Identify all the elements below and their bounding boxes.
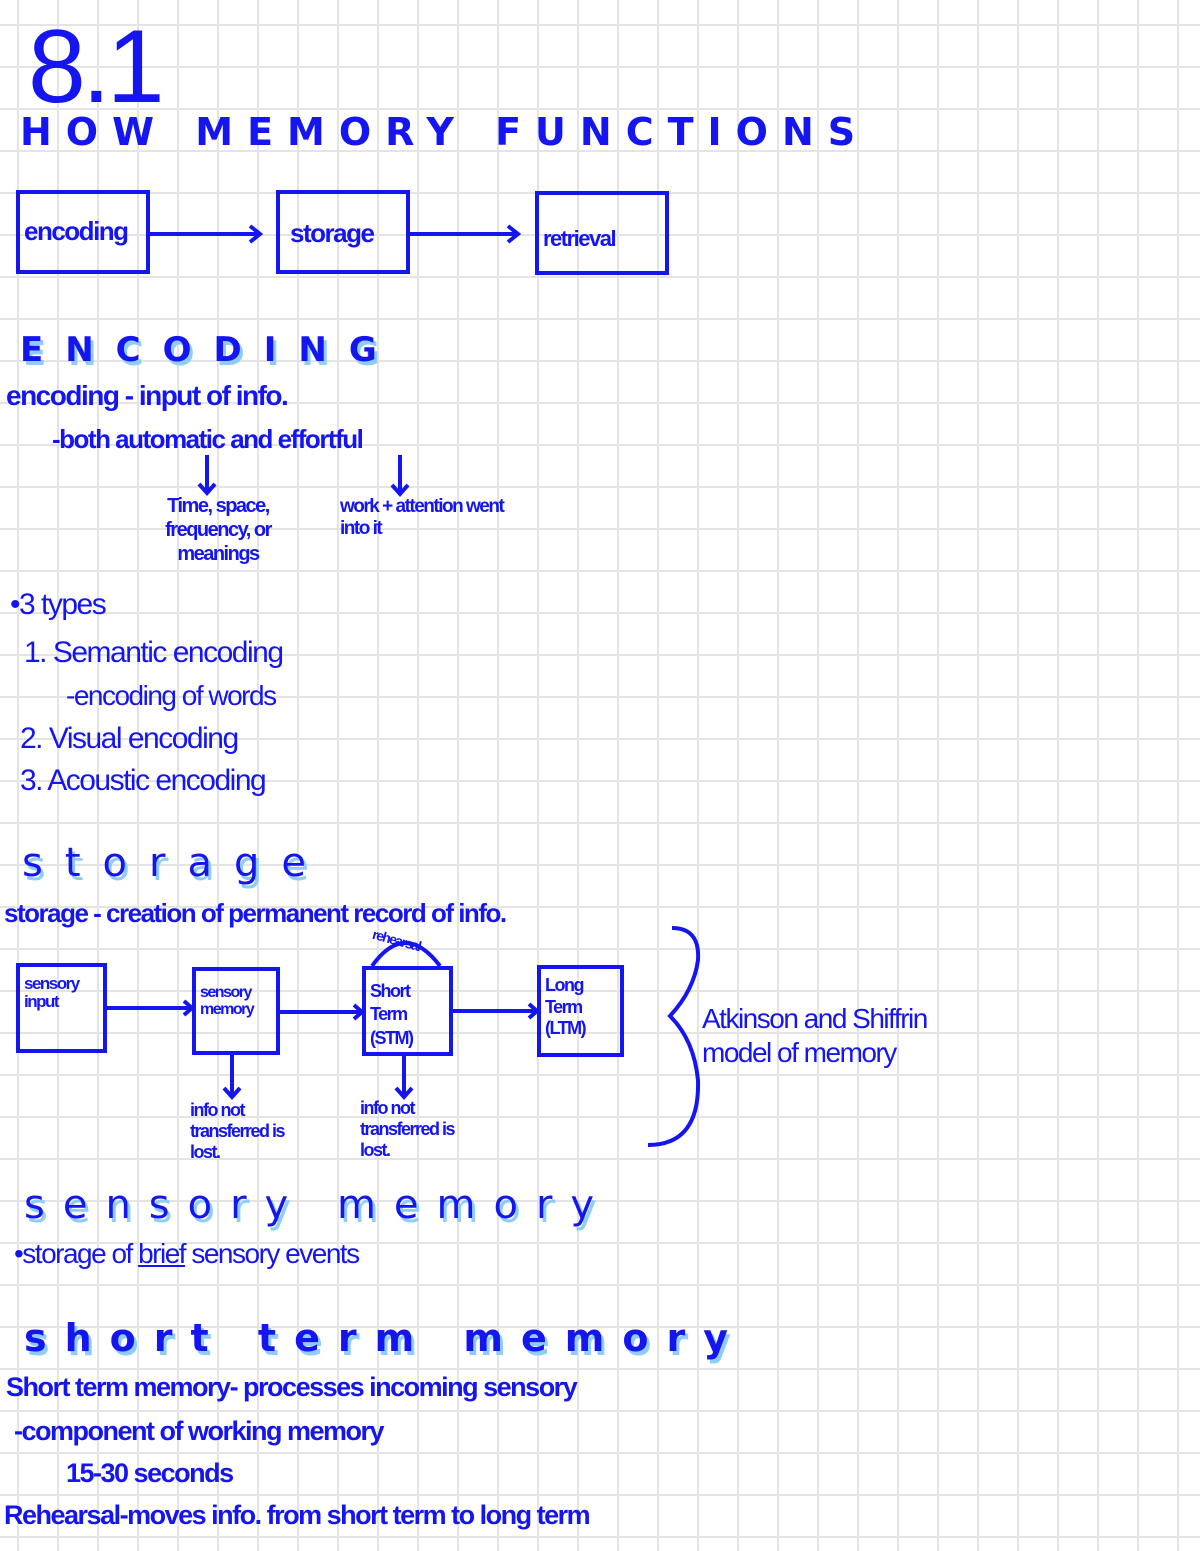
page-number: 8.1 — [28, 9, 165, 125]
stm-line: Rehearsal-moves info. from short term to… — [4, 1500, 591, 1530]
box-label: Long Term (LTM) — [545, 975, 587, 1039]
arrow-icon — [150, 224, 264, 244]
effortful-note: work + attention went into it — [340, 496, 505, 539]
brace-icon — [647, 926, 701, 1147]
box-label: sensory input — [24, 974, 80, 1011]
type-subitem: -encoding of words — [66, 680, 277, 711]
box-sensory-input: sensory input — [16, 963, 107, 1053]
arrow-icon — [452, 1002, 541, 1020]
box-label: sensory memory — [200, 984, 255, 1018]
flow-label: storage — [290, 218, 375, 248]
types-label: •3 types — [10, 588, 107, 621]
line-prefix: •storage of — [14, 1238, 139, 1269]
automatic-note: Time, space, frequency, or meanings — [165, 495, 272, 565]
arrow-icon — [222, 1054, 242, 1101]
type-item: 1. Semantic encoding — [24, 636, 284, 669]
stm-line: 15-30 seconds — [66, 1458, 234, 1488]
storage-heading: storage — [22, 840, 328, 886]
type-item: 3. Acoustic encoding — [20, 764, 267, 797]
box-long-term: Long Term (LTM) — [537, 965, 624, 1057]
page-title: HOW MEMORY FUNCTIONS — [20, 110, 870, 154]
sensory-loss-note: info not transferred is lost. — [190, 1100, 286, 1162]
sensory-memory-line: •storage of brief sensory events — [14, 1238, 360, 1270]
arrow-icon — [197, 455, 217, 497]
arrow-icon — [107, 999, 196, 1017]
arrow-icon — [410, 224, 522, 244]
flow-box-encoding: encoding — [16, 190, 150, 274]
line-suffix: sensory events — [185, 1238, 360, 1269]
model-label: Atkinson and Shiffrin model of memory — [702, 1003, 928, 1068]
sensory-memory-heading: sensory memory — [24, 1182, 613, 1228]
flow-box-retrieval: retrieval — [535, 191, 669, 275]
box-short-term: Short Term (STM) — [362, 966, 453, 1056]
emphasis: brief — [138, 1238, 186, 1269]
box-sensory-memory: sensory memory — [192, 967, 280, 1055]
stm-line: Short term memory- processes incoming se… — [6, 1372, 578, 1402]
storage-definition: storage - creation of permanent record o… — [4, 898, 507, 928]
encoding-heading: ENCODING — [20, 330, 399, 370]
stm-heading: short term memory — [24, 1316, 746, 1360]
stm-loss-note: info not transferred is lost. — [360, 1098, 456, 1160]
flow-label: encoding — [24, 216, 129, 246]
arrow-icon — [280, 1003, 366, 1021]
type-item: 2. Visual encoding — [20, 722, 239, 755]
rehearsal-loop — [370, 941, 442, 968]
encoding-definition: encoding - input of info. — [6, 380, 289, 411]
arrow-icon — [390, 455, 410, 498]
encoding-sub: -both automatic and effortful — [52, 424, 364, 454]
flow-box-storage: storage — [276, 190, 410, 274]
box-label: Short Term (STM) — [370, 981, 414, 1048]
stm-line: -component of working memory — [14, 1416, 385, 1446]
flow-label: retrieval — [543, 226, 617, 251]
arrow-icon — [394, 1054, 414, 1101]
